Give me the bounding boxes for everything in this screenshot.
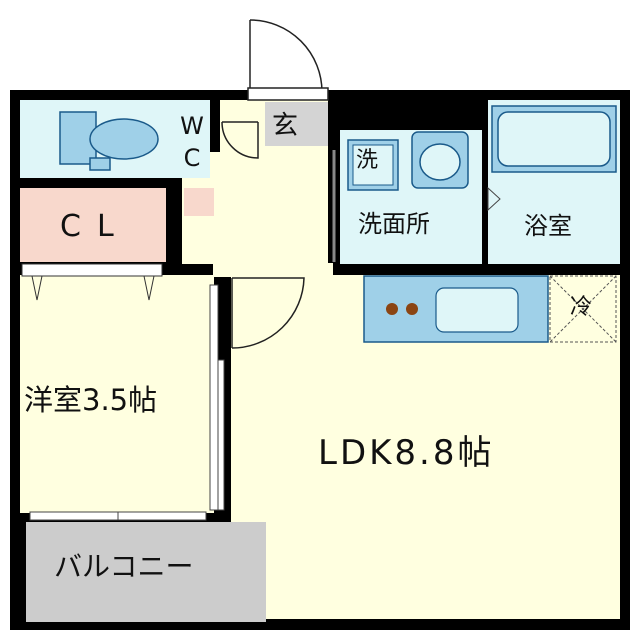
closet-doors bbox=[21, 263, 163, 301]
bath-door-mark bbox=[487, 186, 501, 212]
wc-label: WC bbox=[180, 112, 204, 172]
ldk-entry-floor bbox=[213, 263, 333, 277]
sen-label: 洗 bbox=[356, 148, 379, 173]
rei-label: 冷 bbox=[570, 295, 593, 320]
ldk-label: LDK8.8帖 bbox=[318, 433, 495, 473]
yoshitsu-floor bbox=[20, 275, 214, 513]
balcony-floor bbox=[26, 522, 266, 622]
kitchen-counter bbox=[363, 275, 549, 343]
refrigerator-space bbox=[549, 275, 617, 343]
wc-door bbox=[221, 121, 259, 159]
yoshitsu-label: 洋室3.5帖 bbox=[24, 383, 158, 417]
balcony-label: バルコニー bbox=[54, 550, 194, 583]
balcony-window bbox=[29, 511, 207, 521]
laundry-space bbox=[347, 139, 399, 191]
senmenjo-label: 洗面所 bbox=[358, 210, 430, 238]
toilet bbox=[59, 111, 159, 171]
sliding-partition bbox=[209, 284, 225, 511]
genkan-label: 玄 bbox=[272, 111, 299, 141]
yokushitsu-label: 浴室 bbox=[524, 212, 572, 240]
closet-floor bbox=[20, 188, 166, 262]
outside-area bbox=[250, 14, 330, 90]
entrance-door bbox=[247, 19, 329, 101]
genkan-floor bbox=[265, 102, 328, 146]
wash-basin bbox=[411, 131, 469, 189]
small-storage-floor bbox=[184, 188, 214, 216]
cl-label: CL bbox=[60, 209, 130, 244]
bathtub bbox=[491, 105, 617, 173]
ldk-door bbox=[231, 277, 305, 349]
